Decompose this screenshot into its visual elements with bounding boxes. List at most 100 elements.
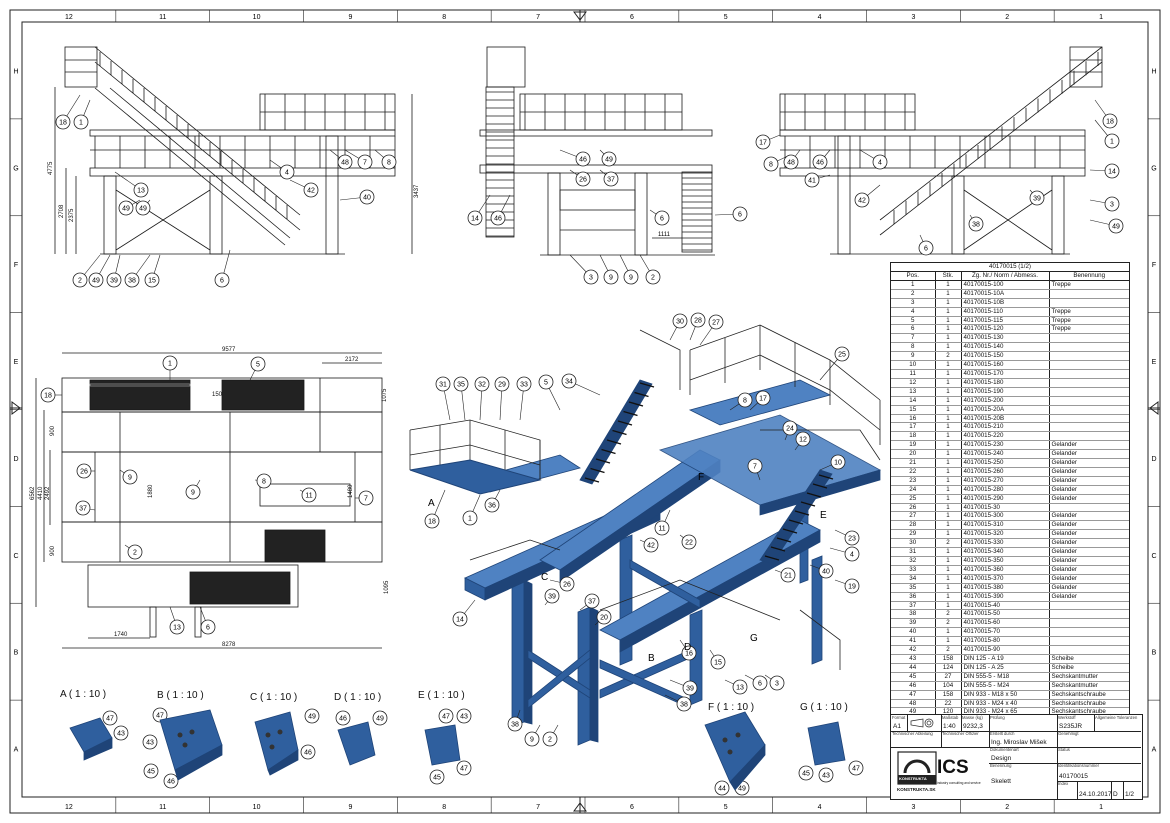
projection-icon [910,718,934,728]
part-balloon: 6 [714,206,748,222]
sheet-cell: 1/2 [1123,781,1141,799]
part-balloon-number: 7 [753,464,757,471]
bom-pos: 47 [891,690,935,700]
scale-cell: Maßstab 1:40 [941,715,962,732]
bill-of-materials: 40170015 (1/2) Pos. Stk. Zg. Nr./ Norm /… [890,262,1130,719]
bom-pos: 27 [891,511,935,522]
detail-label-e: E ( 1 : 10 ) [418,690,465,701]
detail-balloon-number: 43 [460,714,468,721]
part-balloon-number: 22 [685,540,693,547]
bom-name [1048,333,1129,344]
part-balloon: 42 [639,537,659,553]
part-balloon-number: 18 [428,519,436,526]
bom-name: Sechskantmutter [1048,672,1129,682]
bom-norm: 40170015-310 [960,520,1049,531]
part-balloon-number: 31 [439,382,447,389]
bom-pos: 1 [891,280,935,290]
detail-balloon: 43 [818,767,834,783]
zone-number-top: 11 [159,14,166,21]
format-value: A1 [893,723,901,730]
bom-norm: DIN 555-5 - M24 [960,681,1049,691]
zone-number-top: 6 [630,14,634,21]
center-mark-top-icon [573,10,587,22]
part-balloon-number: 38 [680,702,688,709]
bom-norm: 40170015-100 [960,280,1049,290]
part-balloon-number: 26 [563,582,571,589]
plan-view [35,352,383,649]
part-balloon: 49 [599,149,617,167]
part-balloon: 2 [639,254,661,285]
detail-balloon: 47 [456,760,472,776]
bom-qty: 1 [934,360,961,370]
bom-name [1048,636,1129,647]
detail-balloon: 46 [335,710,351,726]
part-balloon: 22 [679,534,697,550]
bom-pos: 42 [891,645,935,655]
bom-norm: 40170015-70 [960,627,1049,638]
logo-tagline: industry consulting and service [937,781,981,785]
part-balloon: 6 [214,249,231,288]
part-balloon-number: 15 [714,660,722,667]
part-balloon-number: 37 [607,177,615,184]
detail-balloon: 43 [113,725,129,741]
revision-value: D [1113,791,1118,798]
format-cell: Format A1 [891,715,908,732]
detail-balloon-number: 47 [106,716,114,723]
part-balloon: 38 [664,694,692,712]
part-balloon-number: 1 [79,120,83,127]
bom-qty: 1 [934,511,961,522]
detail-balloon: 47 [102,710,118,726]
tech-officer-cell: Technischer Offizier [941,731,990,748]
detail-balloon-number: 49 [376,716,384,723]
part-balloon: 41 [804,172,831,188]
part-balloon: 27 [699,314,724,346]
bom-qty: 1 [934,307,961,317]
part-balloon: 17 [755,134,781,150]
part-balloon-number: 24 [786,426,794,433]
bom-pos: 37 [891,601,935,611]
part-balloon-number: 49 [605,157,613,164]
zone-number-bottom: 7 [536,804,540,811]
bom-norm: 40170015-130 [960,333,1049,344]
bom-norm: 40170015-20A [960,405,1049,415]
part-balloon: 38 [124,254,151,288]
bom-norm: 40170015-150 [960,351,1049,362]
part-balloon: 1 [462,494,481,526]
part-balloon: 7 [747,458,763,481]
bom-qty: 1 [934,636,961,647]
bom-pos: 10 [891,360,935,370]
part-balloon: 14 [1089,163,1120,179]
center-mark-bottom-icon [573,797,587,813]
bom-name: Gelander [1048,529,1129,540]
bom-qty: 1 [934,298,961,308]
isometric-view [409,324,882,746]
part-balloon: 31 [435,376,451,421]
zone-letter-left: G [13,165,18,172]
bom-norm: 40170015-120 [960,324,1049,335]
bom-pos: 19 [891,440,935,451]
bom-qty: 1 [934,592,961,602]
part-balloon: 11 [299,487,317,503]
bom-pos: 13 [891,387,935,397]
bom-name: Treppe [1048,307,1129,317]
bom-name [1048,645,1129,655]
bom-pos: 48 [891,699,935,709]
dim-plan-d7: 1095 [384,580,390,594]
part-balloon-number: 18 [1106,119,1114,126]
bom-pos: 24 [891,485,935,495]
zone-letter-right: G [1151,165,1156,172]
part-balloon-number: 11 [658,526,665,533]
bom-pos: 36 [891,592,935,602]
bom-norm: 40170015-200 [960,396,1049,406]
part-balloon-number: 49 [139,206,147,213]
bom-norm: DIN 125 - A 19 [960,654,1049,664]
date-cell: 24.10.2017 [1077,781,1112,799]
bom-pos: 17 [891,422,935,433]
bom-pos: 30 [891,538,935,549]
